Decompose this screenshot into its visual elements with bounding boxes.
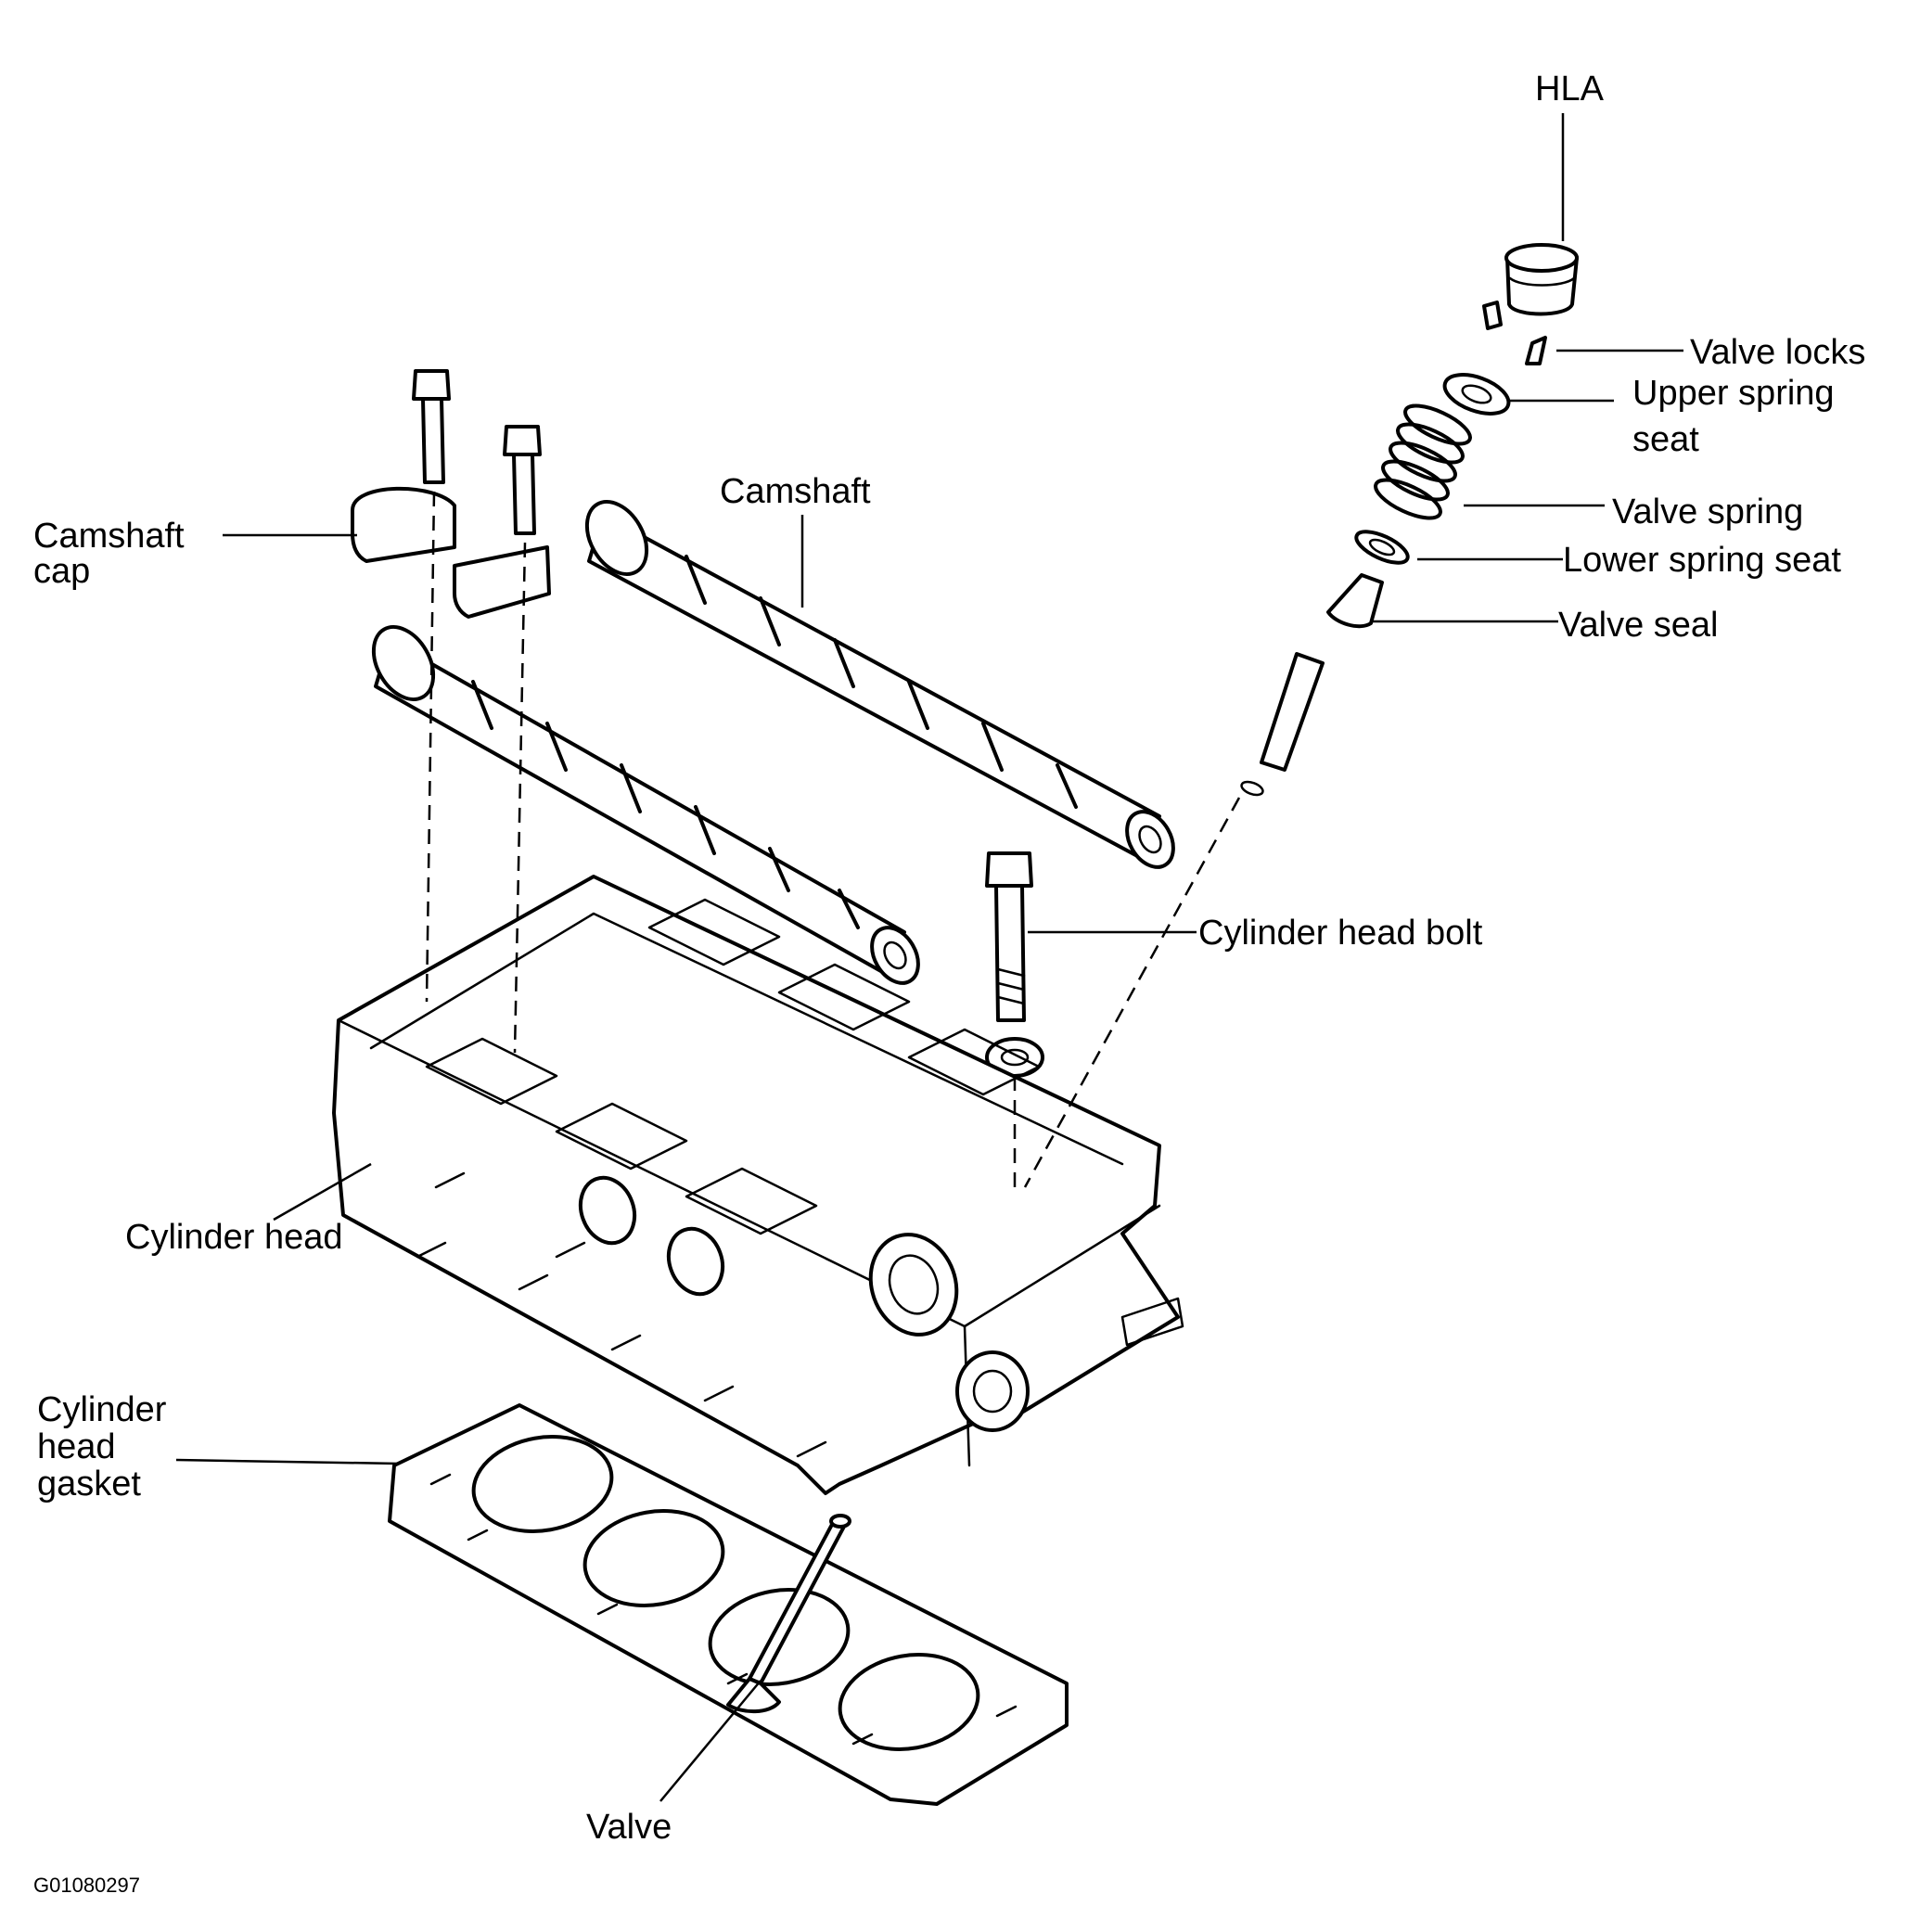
valve-seal-part xyxy=(1326,573,1384,629)
alignment-dashed-lines xyxy=(425,491,1241,1188)
label-camshaft: Camshaft xyxy=(720,472,871,511)
cylinder-head-gasket-part xyxy=(388,1403,1069,1806)
cylinder-head-bolt-part xyxy=(985,851,1044,1078)
label-valve-spring: Valve spring xyxy=(1612,493,1803,531)
label-valve: Valve xyxy=(586,1808,672,1847)
label-valve-seal: Valve seal xyxy=(1558,606,1719,645)
label-upper-spring-seat-line2: seat xyxy=(1632,420,1699,459)
cylinder-head-part xyxy=(332,875,1184,1495)
label-cylinder-head: Cylinder head xyxy=(125,1218,342,1257)
label-hla: HLA xyxy=(1535,70,1605,109)
leader-lines xyxy=(175,113,1683,1802)
valve-guide-part xyxy=(1240,652,1325,797)
label-cylinder-head-gasket-line3: gasket xyxy=(37,1465,141,1503)
label-camshaft-cap-line2: cap xyxy=(33,552,90,591)
camshaft-cap-bolts-part xyxy=(412,369,542,535)
upper-camshaft-part xyxy=(584,500,1175,869)
hla-part xyxy=(1504,243,1579,316)
label-cylinder-head-bolt: Cylinder head bolt xyxy=(1198,914,1483,953)
upper-spring-seat-part xyxy=(1442,373,1511,416)
label-cylinder-head-gasket-line2: head xyxy=(37,1427,116,1466)
valve-spring-part xyxy=(1374,403,1472,520)
label-cylinder-head-gasket-line1: Cylinder xyxy=(37,1390,167,1429)
lower-spring-seat-part xyxy=(1354,530,1410,565)
label-lower-spring-seat: Lower spring seat xyxy=(1563,541,1841,580)
lower-camshaft-part xyxy=(371,625,920,985)
figure-id: G01080297 xyxy=(33,1874,140,1897)
valve-locks-part xyxy=(1482,301,1547,365)
label-upper-spring-seat-line1: Upper spring xyxy=(1632,374,1835,413)
camshaft-caps-part xyxy=(351,486,551,619)
label-valve-locks: Valve locks xyxy=(1690,333,1865,372)
label-camshaft-cap-line1: Camshaft xyxy=(33,517,185,556)
